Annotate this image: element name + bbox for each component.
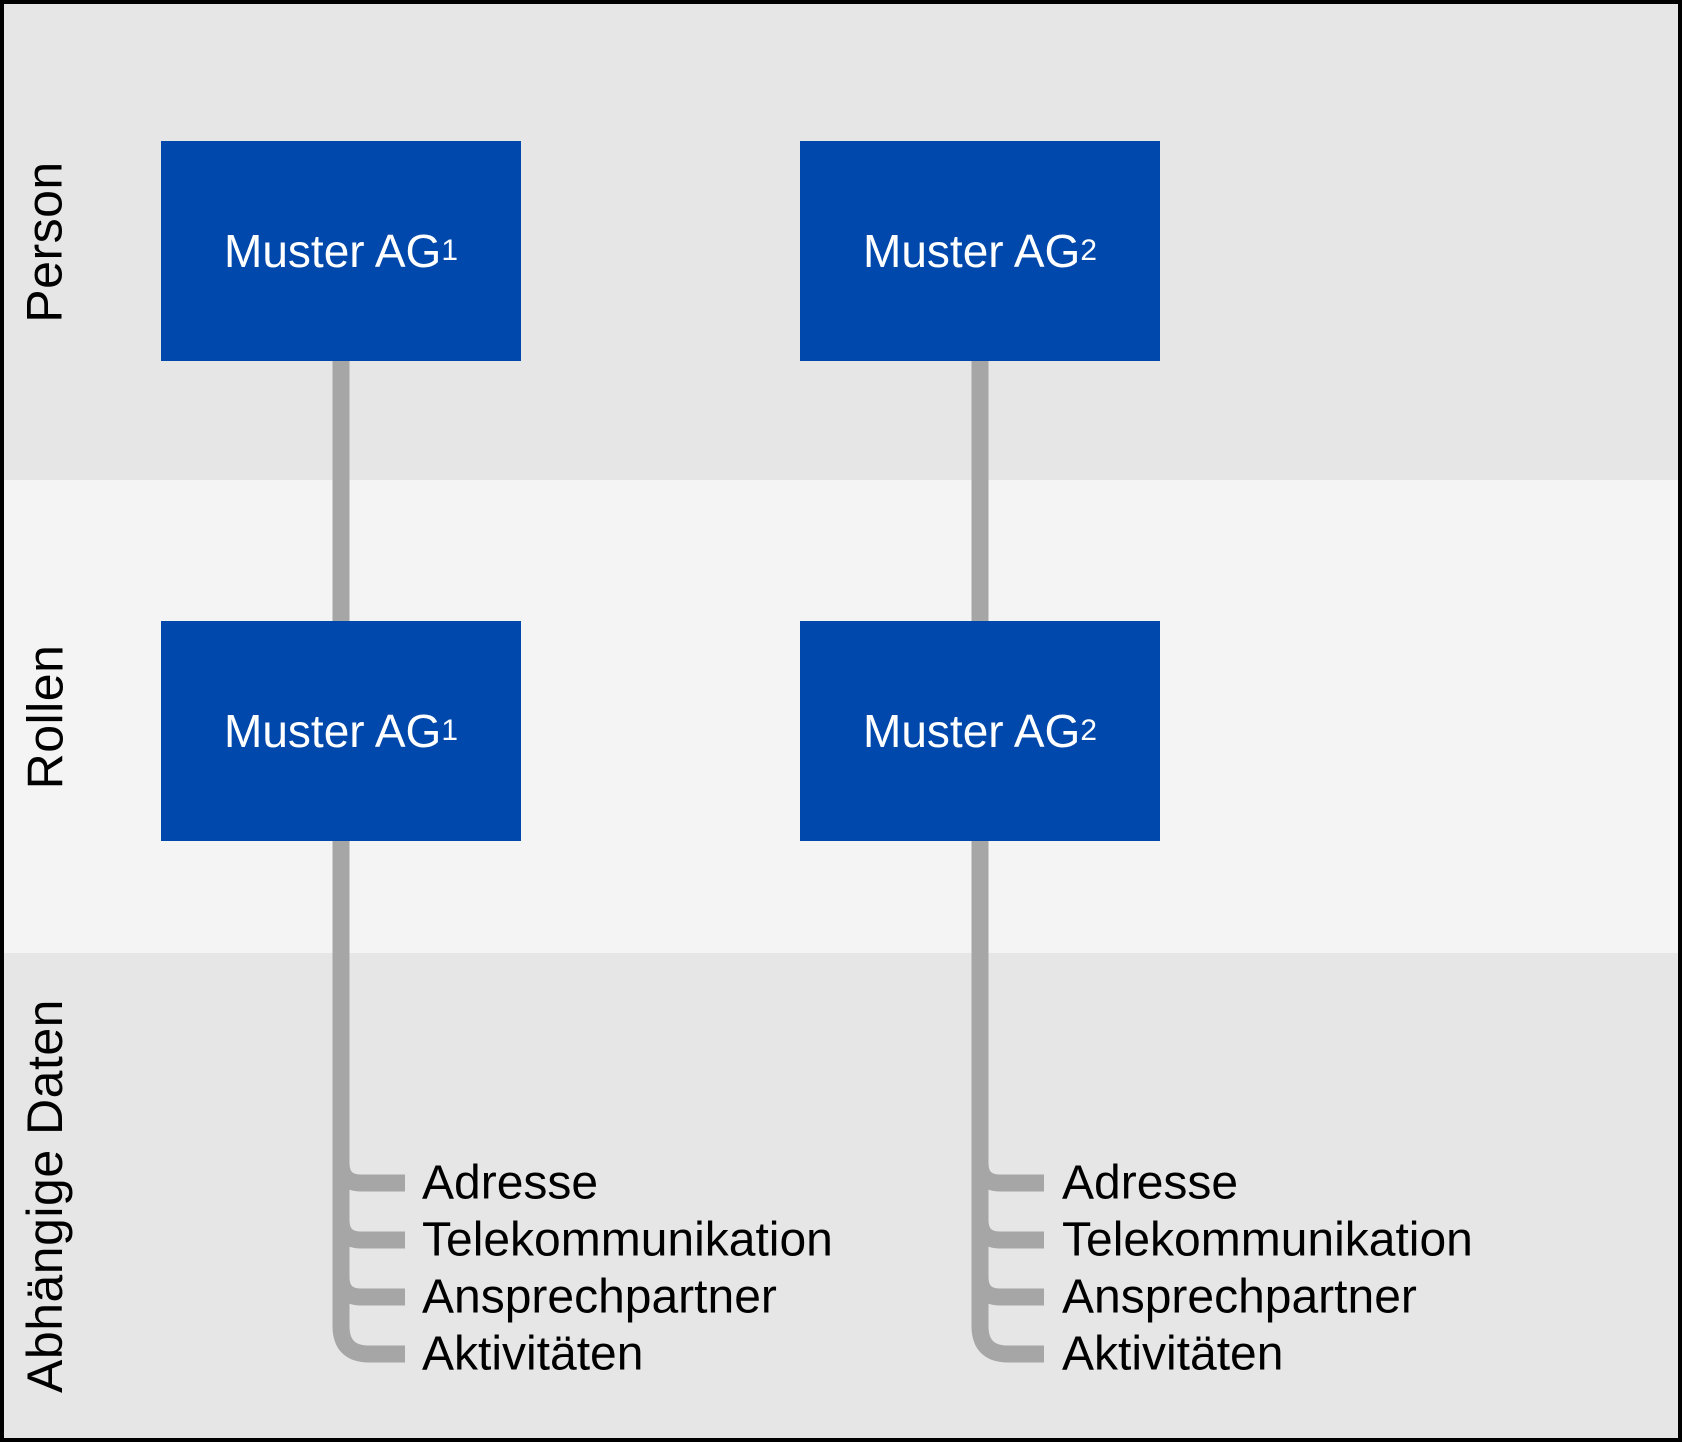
- box-label: Muster AG: [224, 705, 442, 757]
- box-label-subscript: 1: [441, 714, 458, 747]
- connector-branch-col2-adresse: [971, 1131, 1044, 1192]
- connector-branch-col1-ansprechpartner: [332, 1245, 405, 1306]
- dependent-item-label: Telekommunikation: [1062, 1213, 1473, 1267]
- box-label: Muster AG: [863, 705, 1081, 757]
- connector-branch-col1-adresse: [332, 1131, 405, 1192]
- dependent-item-label: Ansprechpartner: [422, 1270, 777, 1324]
- connector-branch-col2-telekommunikation: [971, 1188, 1044, 1249]
- dependent-item-label: Aktivitäten: [422, 1327, 644, 1381]
- box-label: Muster AG: [224, 225, 442, 277]
- dependent-item-label: Adresse: [1062, 1156, 1239, 1210]
- box-label-subscript: 2: [1080, 714, 1097, 747]
- connector-branch-col1-telekommunikation: [332, 1188, 405, 1249]
- connector-main-line-col2: [971, 361, 1044, 1363]
- connector-svg: [332, 361, 1044, 1363]
- dependent-item-label: Telekommunikation: [422, 1213, 833, 1267]
- box-label-subscript: 2: [1080, 234, 1097, 267]
- band-dependent-data: [4, 953, 1678, 1438]
- dependent-item-label: Ansprechpartner: [1062, 1270, 1417, 1324]
- dependent-item-label: Aktivitäten: [1062, 1327, 1284, 1381]
- box-label-subscript: 1: [441, 234, 458, 267]
- connector-branch-col2-ansprechpartner: [971, 1245, 1044, 1306]
- connector-main-line-col1: [332, 361, 405, 1363]
- box-label: Muster AG: [863, 225, 1081, 277]
- dependent-item-label: Adresse: [422, 1156, 599, 1210]
